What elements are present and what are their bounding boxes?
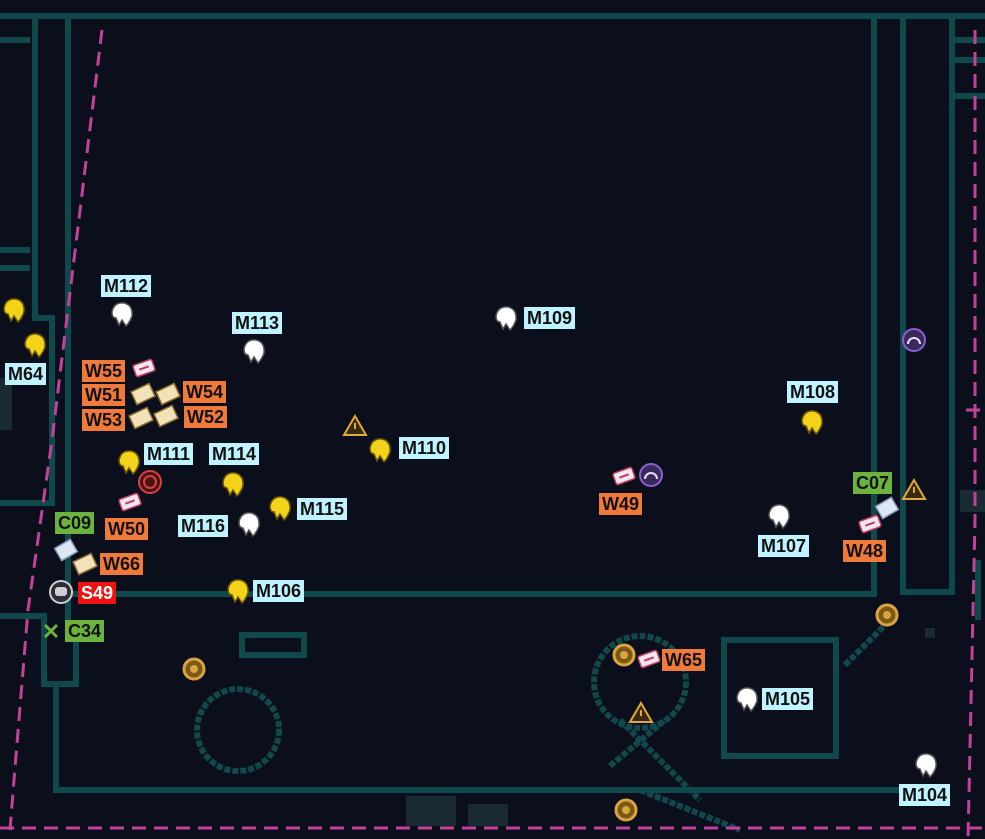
scroll-markers[interactable]	[71, 382, 182, 576]
scroll-icon[interactable]	[129, 382, 157, 406]
cross-icon[interactable]	[43, 623, 59, 639]
mob-label-m115[interactable]: M115	[297, 498, 348, 520]
white-mob-icon[interactable]	[768, 504, 790, 530]
loot-label-w54[interactable]: W54	[183, 381, 227, 403]
mob-label-m111[interactable]: M111	[144, 443, 194, 465]
mob-label-m109[interactable]: M109	[524, 307, 576, 329]
mob-label-m112[interactable]: M112	[101, 275, 152, 297]
loot-label-w52[interactable]: W52	[184, 406, 228, 428]
chest-label-c34[interactable]: C34	[65, 620, 105, 642]
portal-icon[interactable]	[639, 463, 663, 487]
white-mob-icon[interactable]	[736, 687, 758, 713]
loot-label-w49[interactable]: W49	[599, 493, 643, 515]
scroll-icon[interactable]	[127, 406, 155, 430]
gold-coin-icon[interactable]	[612, 643, 636, 667]
ticket-icon[interactable]	[612, 466, 636, 486]
yellow-mob-icon[interactable]	[369, 438, 391, 464]
warning-triangle-icon[interactable]	[901, 478, 927, 500]
mob-label-m110[interactable]: M110	[399, 437, 450, 459]
white-mob-icon[interactable]	[238, 512, 260, 538]
yellow-mob-icon[interactable]	[24, 333, 46, 359]
loot-label-w50[interactable]: W50	[105, 518, 149, 540]
map-blocks	[0, 378, 985, 826]
white-mob-icon[interactable]	[915, 753, 937, 779]
warning-triangle-icon[interactable]	[628, 701, 654, 723]
chest-label-c09[interactable]: C09	[55, 512, 95, 534]
spawn-label-s49[interactable]: S49	[78, 582, 117, 604]
warning-markers[interactable]	[342, 414, 927, 723]
mob-label-m105[interactable]: M105	[762, 688, 814, 710]
loot-label-w51[interactable]: W51	[82, 384, 126, 406]
mob-label-m64[interactable]: M64	[5, 363, 47, 385]
mob-label-m108[interactable]: M108	[787, 381, 839, 403]
ticket-markers[interactable]	[118, 358, 882, 669]
white-mob-icon[interactable]	[243, 339, 265, 365]
loot-label-w66[interactable]: W66	[100, 553, 144, 575]
scroll-icon[interactable]	[71, 552, 99, 576]
target-icon[interactable]	[138, 470, 162, 494]
yellow-mob-icon[interactable]	[222, 472, 244, 498]
skull-icon[interactable]	[49, 580, 73, 604]
chest-label-c07[interactable]: C07	[853, 472, 893, 494]
yellow-mob-icon[interactable]	[269, 496, 291, 522]
mob-label-m114[interactable]: M114	[209, 443, 260, 465]
gold-coin-icon[interactable]	[614, 798, 638, 822]
loot-label-w65[interactable]: W65	[662, 649, 706, 671]
white-mob-markers[interactable]	[111, 302, 937, 779]
ticket-icon[interactable]	[637, 649, 661, 669]
yellow-mob-icon[interactable]	[118, 450, 140, 476]
gold-ring-markers[interactable]	[182, 603, 899, 822]
mob-label-m106[interactable]: M106	[253, 580, 305, 602]
paper-icon[interactable]	[53, 538, 79, 562]
mob-label-m113[interactable]: M113	[232, 312, 283, 334]
loot-label-w55[interactable]: W55	[82, 360, 126, 382]
yellow-mob-icon[interactable]	[801, 410, 823, 436]
ticket-icon[interactable]	[858, 514, 882, 534]
scroll-icon[interactable]	[154, 382, 182, 406]
yellow-mob-markers[interactable]	[3, 298, 823, 605]
gold-coin-icon[interactable]	[875, 603, 899, 627]
loot-label-w53[interactable]: W53	[82, 409, 126, 431]
white-mob-icon[interactable]	[111, 302, 133, 328]
white-mob-icon[interactable]	[495, 306, 517, 332]
mob-label-m107[interactable]: M107	[758, 535, 810, 557]
mob-label-m116[interactable]: M116	[178, 515, 229, 537]
gold-coin-icon[interactable]	[182, 657, 206, 681]
loot-label-w48[interactable]: W48	[843, 540, 887, 562]
warning-triangle-icon[interactable]	[342, 414, 368, 436]
zone-boundary	[0, 29, 985, 839]
ticket-icon[interactable]	[118, 492, 142, 512]
paper-icon[interactable]	[874, 496, 900, 520]
mob-label-m104[interactable]: M104	[899, 784, 951, 806]
yellow-mob-icon[interactable]	[3, 298, 25, 324]
paper-markers[interactable]	[53, 496, 900, 562]
ticket-icon[interactable]	[132, 358, 156, 378]
yellow-mob-icon[interactable]	[227, 579, 249, 605]
portal-icon[interactable]	[902, 328, 926, 352]
purple-markers[interactable]	[639, 328, 926, 487]
scroll-icon[interactable]	[152, 404, 180, 428]
